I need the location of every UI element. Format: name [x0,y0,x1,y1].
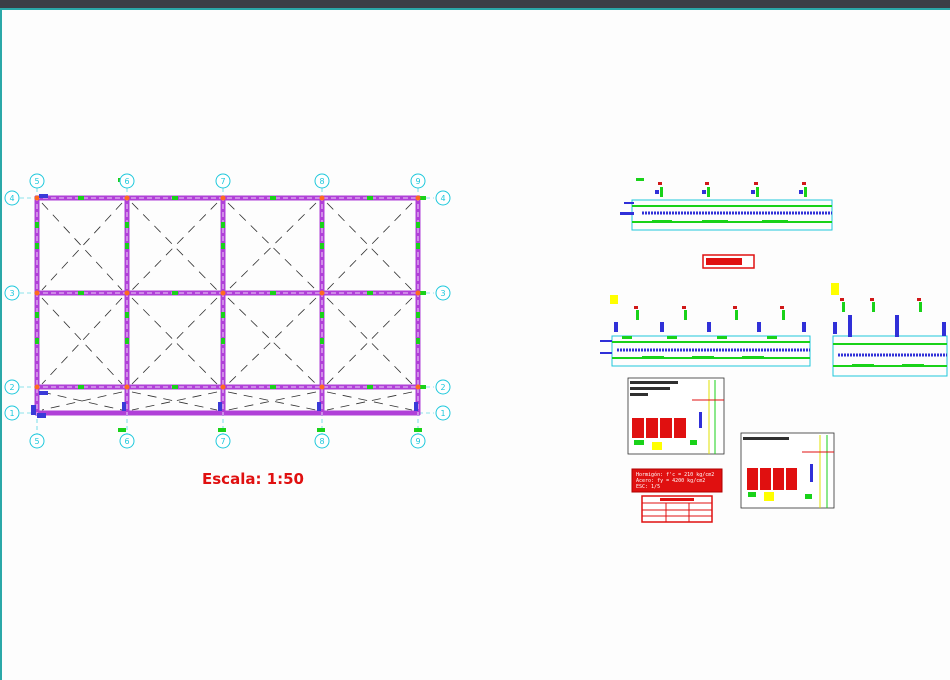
column-axis-bubble-bottom: 5 [29,433,45,449]
svg-text:4: 4 [9,194,14,203]
beam-elevation-2 [600,295,811,367]
column-axis-bubble-top: 6 [119,173,135,189]
elevation-title-tag [702,254,755,269]
connection-detail-2 [740,432,835,509]
svg-text:1: 1 [9,409,14,418]
svg-text:2: 2 [440,383,445,392]
column-axis-bubble-bottom: 9 [410,433,426,449]
row-axis-bubble-left: 2 [4,379,20,395]
row-axis-bubble-left: 4 [4,190,20,206]
column-axis-bubble-bottom: 7 [215,433,231,449]
row-axis-bubble-right: 3 [435,285,451,301]
cad-drawing-canvas[interactable]: 5 6 7 8 9 5 6 7 8 9 4 3 2 1 4 3 2 1 [0,10,950,680]
svg-text:9: 9 [415,437,420,446]
row-axis-bubble-right: 4 [435,190,451,206]
svg-text:6: 6 [124,177,129,186]
connection-detail-1 [627,377,725,455]
svg-text:1: 1 [440,409,445,418]
column-axis-bubble-top: 5 [29,173,45,189]
column-axis-bubble-bottom: 8 [314,433,330,449]
row-axis-bubbles-left: 4 3 2 1 [4,190,20,421]
svg-text:7: 7 [220,177,225,186]
floor-plan [20,178,434,434]
svg-text:3: 3 [9,289,14,298]
bay-hatching [41,202,413,411]
svg-text:2: 2 [9,383,14,392]
column-axis-bubble-bottom: 6 [119,433,135,449]
connectors [35,178,426,432]
column-nodes [34,195,421,390]
anchor-plates [31,194,418,418]
svg-text:9: 9 [415,177,420,186]
axis-guides [20,188,434,434]
column-axis-bubble-top: 8 [314,173,330,189]
drawing-scale-label: Escala: 1:50 [202,470,304,488]
svg-text:3: 3 [440,289,445,298]
svg-text:4: 4 [440,194,445,203]
column-axis-bubble-top: 9 [410,173,426,189]
window-title-bar [0,0,950,10]
beam-centerlines [35,196,420,415]
column-axis-bubbles-bottom: 5 6 7 8 9 [29,433,426,449]
row-axis-bubble-right: 2 [435,379,451,395]
beam-elevation-1 [620,178,833,231]
svg-text:6: 6 [124,437,129,446]
note-line-1: Hormigón: f'c = 210 kg/cm2 [636,471,714,478]
row-axis-bubbles-right: 4 3 2 1 [435,190,451,421]
row-axis-bubble-right: 1 [435,405,451,421]
svg-text:5: 5 [34,177,39,186]
schedule-table [641,495,713,523]
beam-elevation-3 [831,283,948,377]
column-axis-bubble-top: 7 [215,173,231,189]
axis-bubbles: 5 6 7 8 9 5 6 7 8 9 4 3 2 1 4 3 2 1 [4,173,451,449]
note-line-2: Acero: fy = 4200 kg/cm2 [636,478,705,484]
svg-text:8: 8 [319,177,324,186]
note-line-3: ESC: 1/5 [636,484,660,490]
svg-text:7: 7 [220,437,225,446]
column-axis-bubbles-top: 5 6 7 8 9 [29,173,426,189]
svg-text:5: 5 [34,437,39,446]
row-axis-bubble-left: 1 [4,405,20,421]
svg-text:8: 8 [319,437,324,446]
material-notes: Hormigón: f'c = 210 kg/cm2 Acero: fy = 4… [631,468,723,493]
cad-drawing: 5 6 7 8 9 5 6 7 8 9 4 3 2 1 4 3 2 1 [4,173,948,523]
beams [34,195,421,416]
row-axis-bubble-left: 3 [4,285,20,301]
